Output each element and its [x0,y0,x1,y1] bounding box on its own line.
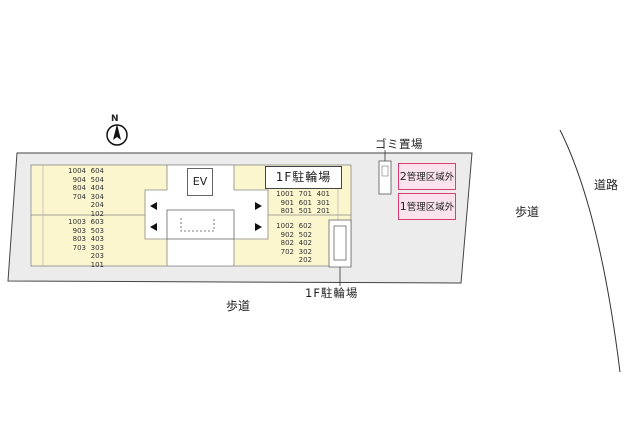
north-arrow-icon [113,124,121,140]
garbage-area-label: ゴミ置場 [375,137,423,151]
garbage-inner [381,165,389,177]
arrow-right-icon [255,223,262,231]
bicycle-parking-1f-label: 1F駐輪場 [265,166,342,189]
road-label: 道路 [594,178,619,192]
zone-2-outside-management: 2管理区域外 [398,163,456,190]
elevator-label: EV [187,168,213,196]
arrow-right-icon [255,202,262,210]
zone-1-outside-management: 1管理区域外 [398,193,456,220]
arrow-left-icon [150,202,157,210]
bicycle-parking-label: 1F駐輪場 [305,286,359,300]
sidewalk-right-label: 歩道 [515,205,540,219]
road-curve [559,129,621,373]
sidewalk-bottom-label: 歩道 [226,299,251,313]
arrow-left-icon [150,223,157,231]
entrance-hall [166,209,235,240]
bicycle-parking-inner [333,225,347,261]
north-label: N [111,114,119,124]
entrance-dashed [180,218,215,232]
